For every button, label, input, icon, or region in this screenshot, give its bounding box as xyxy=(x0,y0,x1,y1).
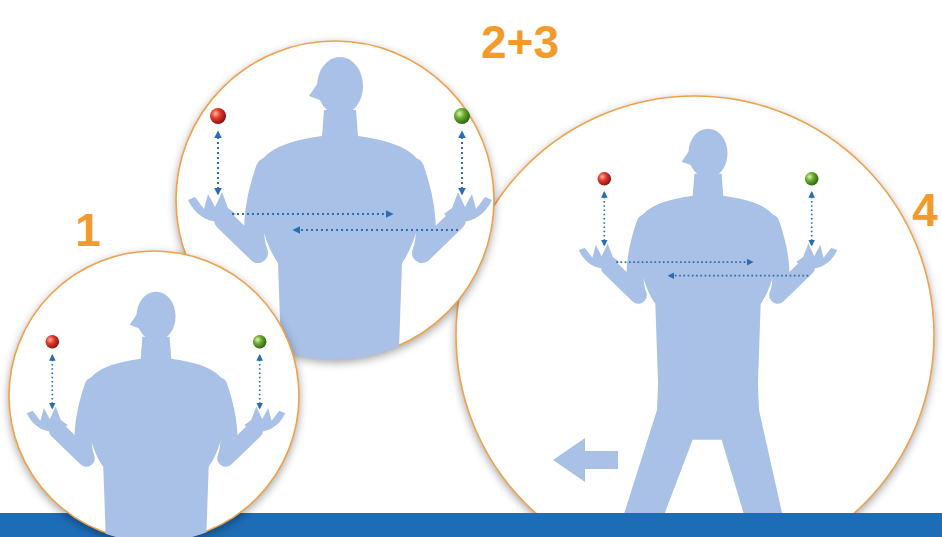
circle-outline xyxy=(8,250,300,537)
step-number: 2+3 xyxy=(481,19,559,65)
circle-outline xyxy=(455,95,935,537)
step-number: 4 xyxy=(912,187,938,233)
circle-shape xyxy=(176,41,494,359)
step-circle: 1 xyxy=(8,250,300,537)
step-number: 1 xyxy=(75,207,101,253)
circle-shape xyxy=(9,251,299,537)
circle-shape xyxy=(456,96,934,537)
step-circle: 4 xyxy=(455,95,935,537)
